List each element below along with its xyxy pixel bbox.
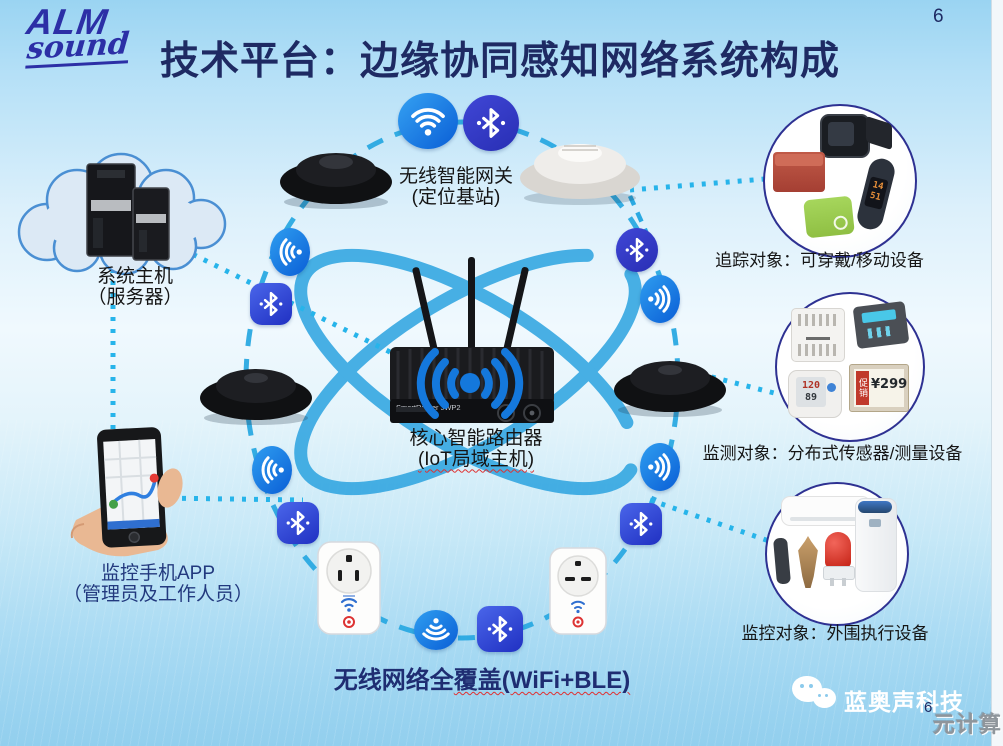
gateway-disc-black-top	[280, 153, 392, 209]
price-tag-promo: 促销	[856, 371, 869, 405]
bluetooth-icon	[250, 283, 292, 325]
bubble-wearables-label: 追踪对象：可穿戴/移动设备	[715, 251, 924, 270]
router-label: 核心智能路由器 (IoT局域主机)	[409, 428, 543, 471]
beacon-leg	[842, 578, 846, 586]
sensor-bar	[806, 337, 830, 340]
right-edge-strip	[991, 0, 1003, 746]
wifi-icon	[414, 610, 458, 650]
remote-control	[773, 537, 791, 585]
orbit-swoosh	[294, 248, 642, 496]
node-disc-black-left	[200, 369, 312, 425]
gateway-disc-white	[520, 144, 640, 205]
fitness-band: 14 51	[854, 155, 898, 233]
wechat-eye	[800, 684, 804, 688]
alm-sound-logo: ALM sound	[21, 1, 135, 69]
wifi-icon	[398, 93, 458, 149]
bubble-wearables: 14 51	[763, 104, 917, 258]
sensor-vents-bottom	[798, 344, 838, 356]
air-purifier	[855, 498, 897, 592]
router-wifi-glyph	[416, 348, 524, 419]
fitness-band-screen: 14 51	[863, 176, 889, 210]
red-tracker-top	[775, 154, 823, 166]
bubble-actuators-label: 监控对象：外围执行设备	[741, 624, 929, 643]
bubble-sensors: 120 89 促销 ¥299	[775, 292, 925, 442]
wifi-icon	[252, 446, 292, 494]
server-label: 系统主机 （服务器）	[87, 266, 183, 309]
wechat-eye	[818, 694, 821, 697]
thermostat-screen	[861, 309, 897, 324]
red-tracker-box	[773, 152, 825, 192]
wechat-eye	[809, 684, 813, 688]
thermostat-panel	[852, 300, 910, 350]
electronic-price-tag: 促销 ¥299	[849, 364, 909, 412]
purifier-panel	[869, 519, 881, 527]
wechat-bubble-small	[813, 688, 836, 708]
beacon-dome	[825, 532, 851, 568]
page-number-top: 6	[933, 6, 944, 27]
bubble-actuators	[765, 482, 909, 626]
wifi-icon	[640, 443, 680, 491]
router-antennas	[412, 257, 529, 358]
smart-plug-left	[317, 541, 381, 635]
bluetooth-icon	[277, 502, 319, 544]
smartwatch-strap	[866, 115, 892, 151]
bp-screen: 120 89	[796, 377, 826, 407]
ac-vent	[790, 517, 862, 521]
bluetooth-icon	[463, 95, 519, 151]
smartwatch	[820, 114, 892, 158]
garden-lamp	[798, 536, 818, 588]
gateway-label: 无线智能网关 (定位基站)	[398, 166, 513, 209]
phone-label: 监控手机APP （管理员及工作人员）	[62, 563, 253, 606]
wechat-eye	[825, 694, 828, 697]
wifi-icon	[270, 228, 310, 276]
purifier-top	[858, 501, 892, 513]
monitor-phone	[70, 427, 183, 557]
node-disc-black-right	[614, 361, 726, 417]
watermark: 元计算	[933, 712, 1003, 737]
wifi-icon	[640, 275, 680, 323]
brand-name: 蓝奥声科技	[844, 689, 964, 715]
server-towers	[86, 163, 170, 261]
bluetooth-icon	[620, 503, 662, 545]
bubble-sensors-label: 监测对象：分布式传感器/测量设备	[702, 444, 963, 463]
bp-button	[827, 383, 836, 392]
air-sensor	[791, 308, 845, 362]
smartwatch-screen	[828, 122, 854, 146]
green-tracker-button	[832, 215, 849, 231]
blood-pressure-monitor: 120 89	[788, 370, 842, 418]
coverage-label: 无线网络全覆盖(WiFi+BLE)	[333, 667, 631, 694]
green-tracker	[803, 195, 855, 239]
bluetooth-icon	[477, 606, 523, 652]
thermostat-keys	[867, 325, 895, 339]
core-router: SmartRouter JWP2	[390, 257, 554, 423]
smart-plug-right	[549, 547, 607, 635]
wechat-icon	[792, 676, 840, 716]
bluetooth-icon	[616, 228, 658, 272]
beacon-leg	[830, 578, 834, 586]
slide-title: 技术平台：边缘协同感知网络系统构成	[159, 40, 840, 83]
beacon-base	[823, 566, 855, 580]
alarm-beacon	[823, 532, 855, 586]
cloud-server-icon	[17, 152, 227, 276]
logo-line2: sound	[25, 26, 131, 69]
sensor-vents-top	[798, 314, 838, 326]
price-tag-price: ¥299	[871, 377, 908, 392]
page-number-bottom: 6	[924, 699, 933, 716]
